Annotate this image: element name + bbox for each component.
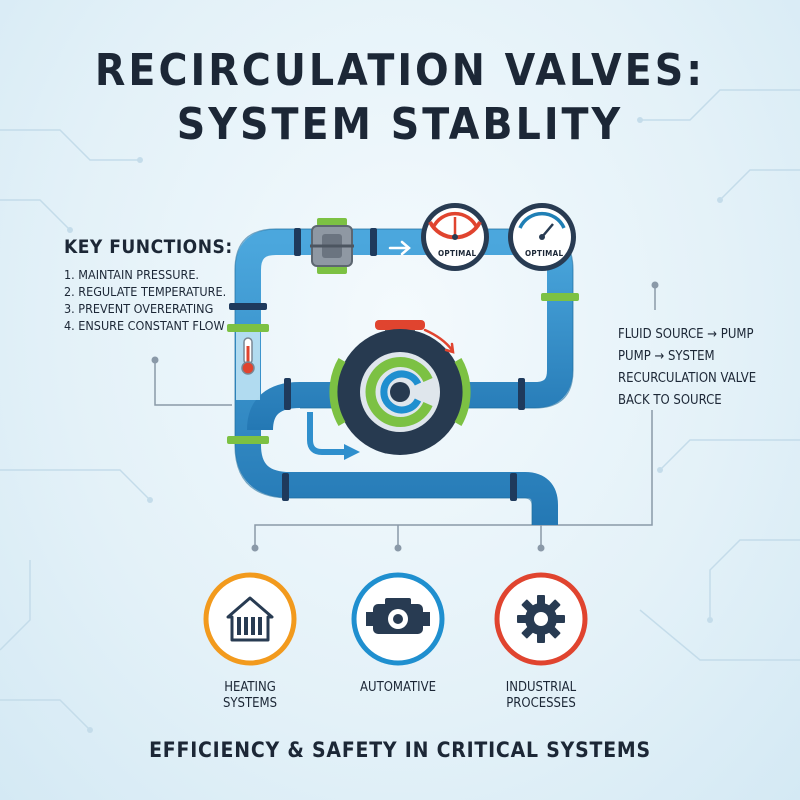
application-industrial <box>494 572 588 666</box>
key-functions-heading: KEY FUNCTIONS: <box>64 236 233 258</box>
house-radiator-icon <box>226 596 274 642</box>
flow-arrow-icon <box>388 240 411 256</box>
industrial-label-line-2: PROCESSES <box>506 696 576 711</box>
heating-label-line-1: HEATING <box>224 680 276 695</box>
key-functions-list: 1. MAINTAIN PRESSURE. 2. REGULATE TEMPER… <box>64 266 264 334</box>
flow-step: RECURCULATION VALVE <box>618 371 757 386</box>
key-function-item: 4. ENSURE CONSTANT FLOW <box>64 318 225 333</box>
pipe-bands <box>227 228 579 501</box>
gauge-2-label: OPTIMAL <box>525 249 564 258</box>
gear-icon <box>517 595 565 643</box>
application-automotive <box>351 572 445 666</box>
main-pump <box>329 320 471 455</box>
flow-step: PUMP → SYSTEM <box>618 349 715 364</box>
application-heating <box>203 572 297 666</box>
automotive-label-line-1: AUTOMATIVE <box>360 680 436 695</box>
industrial-label: INDUSTRIAL PROCESSES <box>471 680 611 712</box>
page-title: RECIRCULATION VALVES: SYSTEM STABLITY <box>0 44 800 152</box>
automotive-label: AUTOMATIVE <box>328 680 468 696</box>
pressure-gauge-2 <box>508 203 576 271</box>
gauge-1-label: OPTIMAL <box>438 249 477 258</box>
footer-tagline: EFFICIENCY & SAFETY IN CRITICAL SYSTEMS <box>149 738 651 762</box>
key-function-item: 1. MAINTAIN PRESSURE. <box>64 267 199 282</box>
connector-lines <box>154 285 656 545</box>
industrial-label-line-1: INDUSTRIAL <box>505 680 577 695</box>
flow-step: BACK TO SOURCE <box>618 393 722 408</box>
thermometer-icon <box>241 337 255 375</box>
recirculation-arrow-icon <box>307 412 360 460</box>
pressure-gauge-1 <box>421 203 489 271</box>
heating-label-line-2: SYSTEMS <box>222 696 278 711</box>
engine-icon <box>366 598 430 634</box>
key-functions-panel: KEY FUNCTIONS: 1. MAINTAIN PRESSURE. 2. … <box>64 236 264 334</box>
title-line-1: RECIRCULATION VALVES: <box>94 45 706 96</box>
rotation-arrow-icon <box>423 328 455 354</box>
flow-step: FLUID SOURCE → PUMP <box>618 327 754 342</box>
heating-label: HEATING SYSTEMS <box>180 680 320 712</box>
title-line-2: SYSTEM STABLITY <box>176 99 624 150</box>
flow-path-panel: FLUID SOURCE → PUMP PUMP → SYSTEM RECURC… <box>618 324 798 412</box>
inline-valve <box>310 218 354 274</box>
key-function-item: 2. REGULATE TEMPERATURE. <box>64 284 227 299</box>
key-function-item: 3. PREVENT OVERERATING <box>64 301 214 316</box>
